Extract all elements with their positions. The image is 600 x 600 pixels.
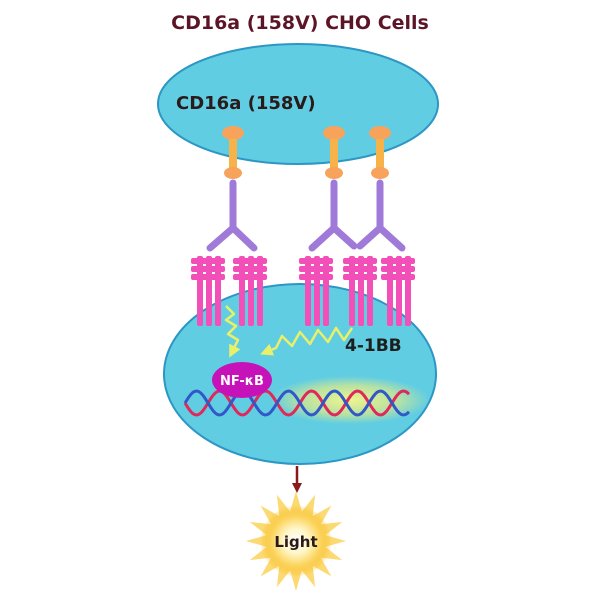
trimer-receptor <box>191 256 225 326</box>
nfkb-label: NF-κB <box>220 374 264 389</box>
receptor-label: CD16a (158V) <box>176 93 316 114</box>
costim-label: 4-1BB <box>345 336 402 356</box>
signal-arrow <box>224 305 241 358</box>
cd16a-receptor <box>222 126 244 179</box>
trimer-receptor <box>381 256 415 326</box>
antibody <box>356 179 406 252</box>
signal-arrow <box>260 326 354 356</box>
figure-title: CD16a (158V) CHO Cells <box>171 12 429 34</box>
light-burst <box>246 491 346 591</box>
trimer-receptor <box>233 256 267 326</box>
cd16a-receptor <box>323 126 345 179</box>
luciferase-glow <box>270 376 430 424</box>
antibody <box>206 179 258 252</box>
trimer-receptor <box>343 256 377 326</box>
light-label: Light <box>274 533 317 551</box>
dna-strand <box>183 389 411 417</box>
nfkb-protein <box>212 362 272 398</box>
trimer-receptor <box>299 256 333 326</box>
antibody <box>308 179 358 252</box>
trimer-group <box>191 256 415 326</box>
cd16a-receptor <box>369 126 391 179</box>
effector-cell <box>163 283 437 465</box>
